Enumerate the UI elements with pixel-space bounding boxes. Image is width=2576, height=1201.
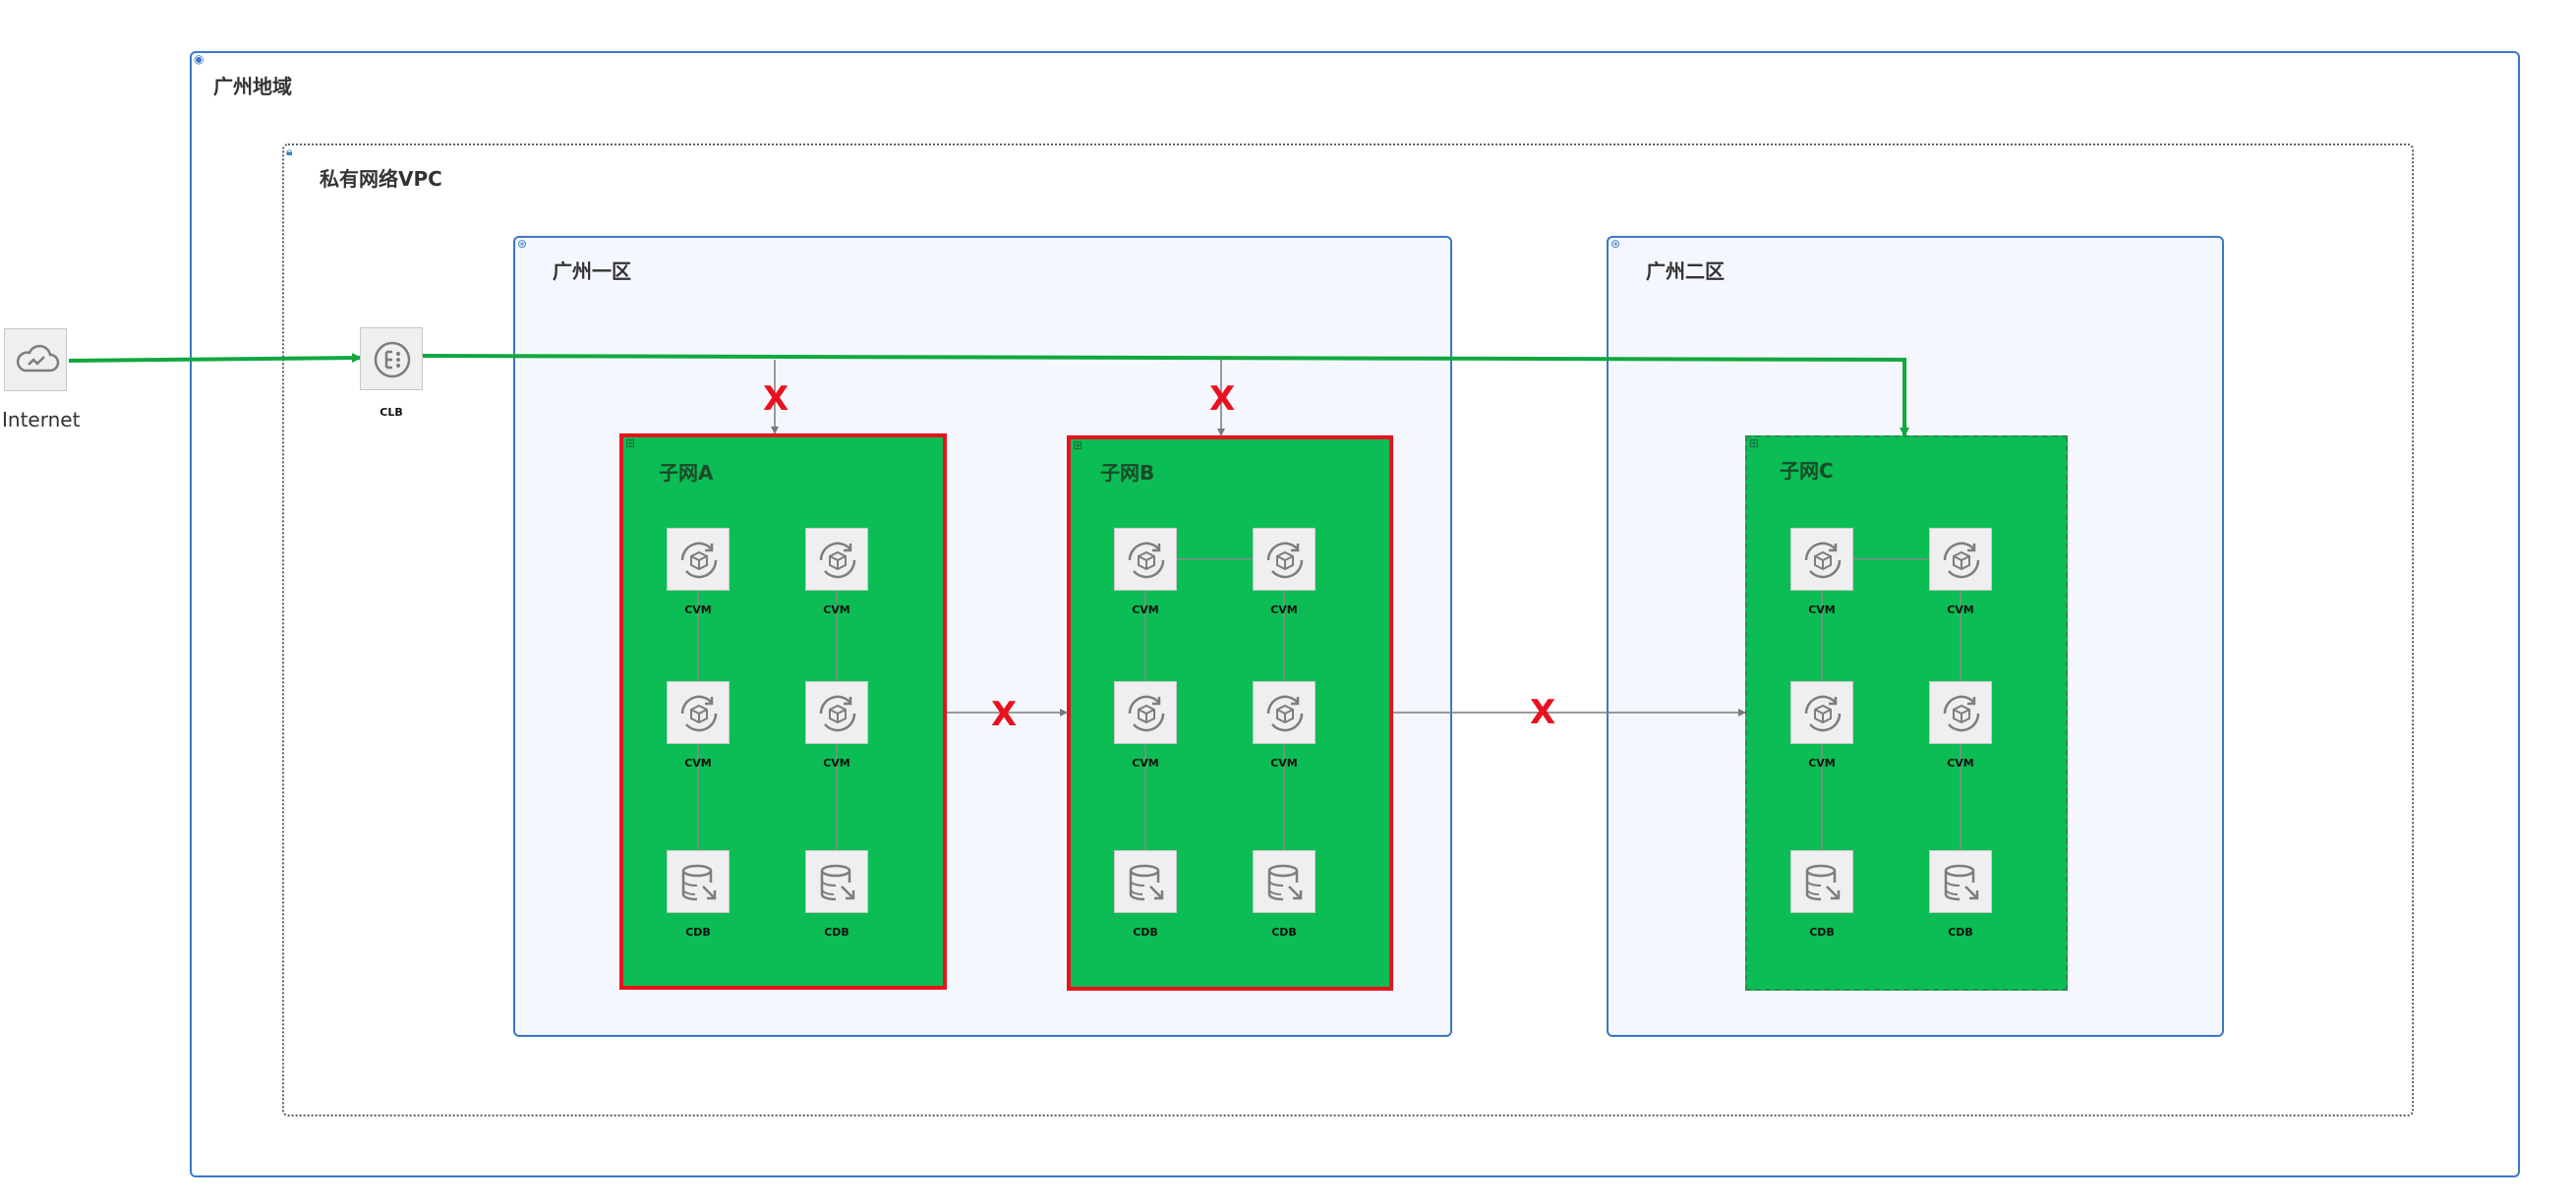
- region-label: 广州地域: [213, 75, 292, 98]
- internet-node[interactable]: [4, 328, 67, 391]
- cvm-label: CVM: [1270, 757, 1298, 770]
- cvm-icon: [819, 695, 856, 732]
- cvm-label: CVM: [1808, 603, 1836, 616]
- cvm-node[interactable]: [667, 681, 730, 744]
- cloud-icon: [16, 344, 60, 372]
- cvm-label: CVM: [823, 603, 850, 616]
- vpc-container: 🔒︎ 私有网络VPC: [282, 143, 2414, 1116]
- subnet-label: 子网C: [1780, 459, 1834, 483]
- subnet-icon: ⊞: [625, 436, 636, 450]
- cvm-icon: [1266, 542, 1304, 579]
- cvm-label: CVM: [1947, 603, 1974, 616]
- clb-label: CLB: [380, 406, 403, 419]
- cdb-node[interactable]: [805, 850, 868, 913]
- cdb-label: CDB: [1809, 926, 1835, 939]
- cvm-label: CVM: [1270, 603, 1298, 616]
- database-icon: [1267, 864, 1303, 901]
- cvm-label: CVM: [684, 603, 712, 616]
- cdb-node[interactable]: [1253, 850, 1316, 913]
- zone-label: 广州二区: [1646, 259, 1725, 283]
- cvm-icon: [1804, 542, 1842, 579]
- database-icon: [1129, 864, 1164, 901]
- internet-label: Internet: [2, 408, 81, 431]
- cvm-icon: [1128, 695, 1165, 732]
- zone-icon: ⊛: [517, 237, 528, 251]
- cdb-node[interactable]: [1790, 850, 1853, 913]
- cvm-icon: [1943, 695, 1980, 732]
- cvm-node[interactable]: [1114, 681, 1177, 744]
- cdb-label: CDB: [824, 926, 849, 939]
- region-icon: ◉: [194, 52, 205, 66]
- cvm-node[interactable]: [1253, 681, 1316, 744]
- cvm-node[interactable]: [1253, 528, 1316, 591]
- cvm-label: CVM: [1947, 757, 1974, 770]
- subnet-icon: ⊞: [1073, 438, 1083, 452]
- database-icon: [1805, 864, 1841, 901]
- cvm-label: CVM: [1808, 757, 1836, 770]
- cvm-node[interactable]: [667, 528, 730, 591]
- subnet-label: 子网B: [1100, 461, 1155, 485]
- cdb-node[interactable]: [667, 850, 730, 913]
- cvm-icon: [1943, 542, 1980, 579]
- cvm-node[interactable]: [1114, 528, 1177, 591]
- region-guangzhou: ◉ 广州地域: [190, 51, 2520, 1177]
- cdb-label: CDB: [685, 926, 711, 939]
- cdb-label: CDB: [1948, 926, 1973, 939]
- vpc-label: 私有网络VPC: [320, 167, 442, 191]
- clb-node[interactable]: [360, 327, 423, 390]
- cvm-node[interactable]: [805, 528, 868, 591]
- cdb-node[interactable]: [1114, 850, 1177, 913]
- subnet-label: 子网A: [659, 461, 714, 485]
- cvm-node[interactable]: [1929, 528, 1992, 591]
- cvm-node[interactable]: [805, 681, 868, 744]
- zone-label: 广州一区: [553, 259, 631, 283]
- cvm-node[interactable]: [1929, 681, 1992, 744]
- cvm-icon: [1266, 695, 1304, 732]
- subnet-icon: ⊞: [1749, 436, 1760, 450]
- cdb-label: CDB: [1133, 926, 1158, 939]
- database-icon: [681, 864, 717, 901]
- cdb-node[interactable]: [1929, 850, 1992, 913]
- cvm-label: CVM: [1132, 603, 1159, 616]
- cvm-icon: [819, 542, 856, 579]
- cvm-icon: [1128, 542, 1165, 579]
- cvm-label: CVM: [823, 757, 850, 770]
- cvm-icon: [1804, 695, 1842, 732]
- database-icon: [820, 864, 855, 901]
- cvm-label: CVM: [684, 757, 712, 770]
- cvm-node[interactable]: [1790, 528, 1853, 591]
- cvm-label: CVM: [1132, 757, 1159, 770]
- load-balancer-icon: [374, 341, 411, 378]
- cvm-icon: [680, 542, 718, 579]
- cdb-label: CDB: [1271, 926, 1297, 939]
- cvm-icon: [680, 695, 718, 732]
- cvm-node[interactable]: [1790, 681, 1853, 744]
- vpc-lock-icon: 🔒︎: [286, 144, 293, 158]
- database-icon: [1944, 864, 1979, 901]
- zone-icon: ⊛: [1610, 237, 1621, 251]
